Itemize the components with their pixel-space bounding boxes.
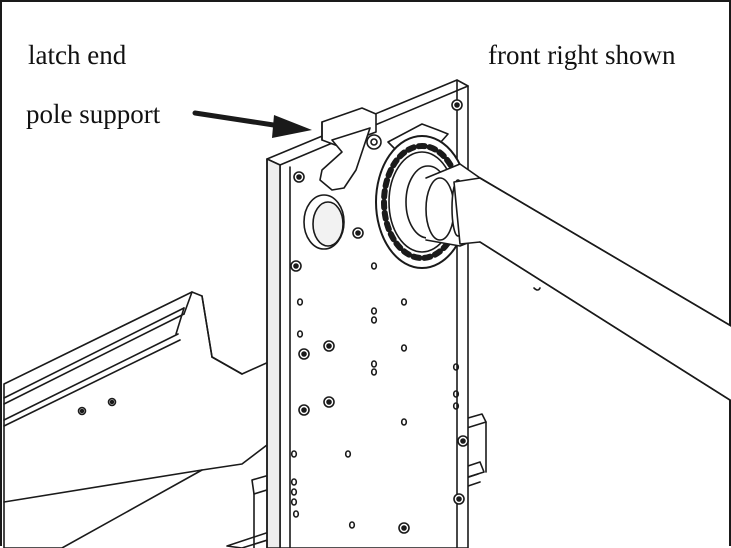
pole-support-label: pole support [26, 99, 161, 129]
callout-arrow [192, 110, 312, 138]
latch-end-label: latch end [28, 40, 127, 70]
pole-tube [453, 177, 731, 402]
left-beam [3, 291, 335, 548]
rail-screws [398, 435, 469, 534]
view-note-label: front right shown [488, 40, 676, 70]
